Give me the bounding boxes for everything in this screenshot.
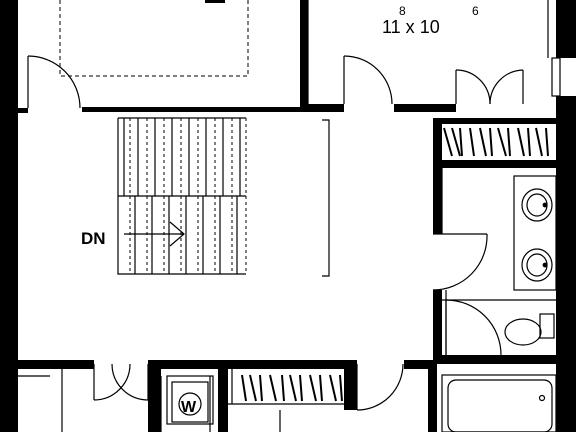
dashed-overhead: [59, 0, 249, 77]
stair-direction-label: DN: [81, 229, 106, 248]
tub-drain: [538, 394, 546, 402]
room-dimension-label: 11 x 10: [382, 17, 440, 37]
room-dimension-sup-1: 8: [399, 4, 406, 18]
washer: W: [178, 392, 202, 416]
staircase: [117, 117, 247, 275]
closet-rod-lower: [241, 374, 343, 402]
thin-lines: [18, 0, 561, 432]
stair-arrow: [124, 221, 185, 247]
washer-label: W: [181, 399, 197, 416]
closet-rod-upper: [443, 127, 549, 157]
bath-sinks: [521, 188, 553, 282]
room-dimension-sup-2: 6: [472, 4, 479, 18]
cutoff-label-fragment: [205, 0, 225, 3]
doors: [27, 55, 524, 432]
